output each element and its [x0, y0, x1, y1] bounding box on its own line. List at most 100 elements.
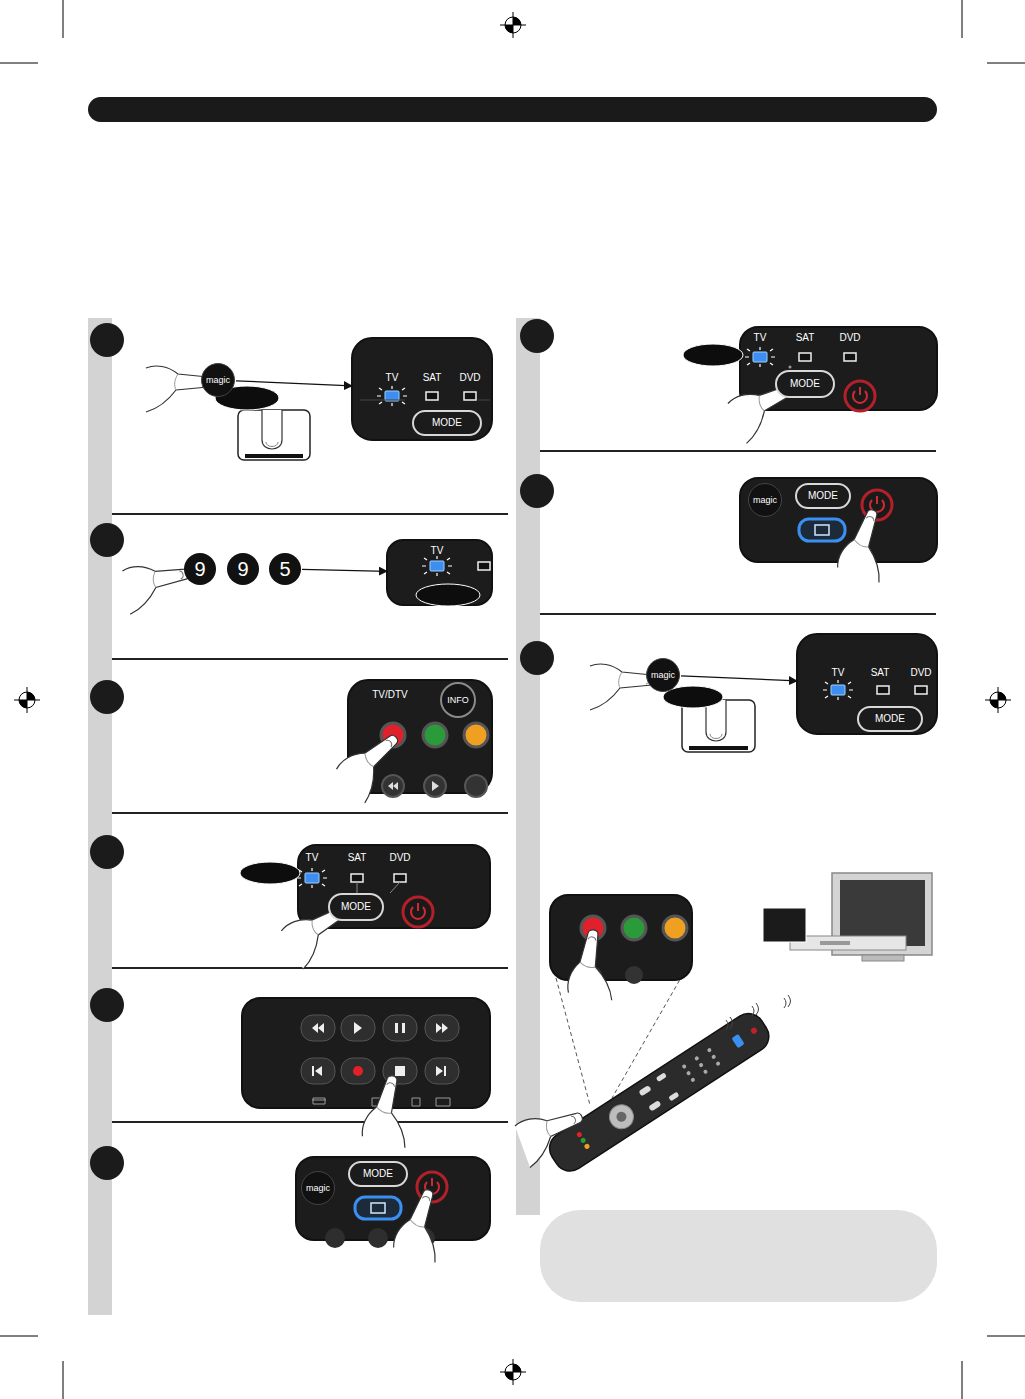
- zoom-panel: TV: [387, 540, 492, 605]
- button-label: 9: [237, 559, 248, 579]
- registration-mark: [500, 12, 526, 38]
- remote-control: [698, 1062, 704, 1068]
- button-label: 9: [194, 559, 205, 579]
- mode-button: MODE: [412, 410, 482, 436]
- zoom-panel: [550, 895, 692, 984]
- zoom-panel: [352, 338, 492, 440]
- button-label: MODE: [875, 714, 905, 724]
- blank-badge: [683, 344, 743, 366]
- header-bar: [88, 97, 937, 122]
- zoom-panel: [422, 556, 452, 576]
- zoom-panel: [357, 882, 400, 893]
- zoom-panel: [297, 868, 327, 888]
- remote-control: [694, 1056, 700, 1062]
- finger-inset: [710, 734, 722, 739]
- digit-button: 9: [227, 553, 259, 585]
- step-marker: [90, 680, 124, 714]
- zoom-panel: [625, 966, 643, 984]
- remote-control: [580, 1137, 587, 1144]
- step-divider: [112, 451, 936, 1122]
- zoom-panel: [387, 540, 492, 605]
- button-label: DVD: [459, 373, 480, 383]
- button-label: SAT: [348, 853, 367, 863]
- finger-inset: [238, 410, 310, 460]
- step-marker: [90, 988, 124, 1022]
- arrow-connector: [302, 569, 387, 571]
- zoom-panel: [745, 347, 775, 367]
- button-label: SAT: [796, 333, 815, 343]
- remote-control: [648, 1100, 661, 1112]
- button-label: magic: [651, 671, 675, 680]
- zoom-panel: [242, 998, 490, 1108]
- arrow-connector: [236, 381, 352, 386]
- zoom-panel: TVSATDVDMODE: [298, 845, 490, 928]
- zoom-panel: [296, 1157, 490, 1240]
- remote-control: [543, 1007, 774, 1177]
- zoom-panel: [296, 1157, 490, 1248]
- mode-button: MODE: [775, 370, 835, 398]
- remote-control: [750, 1027, 758, 1035]
- button-label: SAT: [871, 668, 890, 678]
- zoom-panel: [426, 392, 438, 400]
- step-marker: [90, 319, 554, 1180]
- zoom-panel: [550, 895, 692, 980]
- zoom-panel: [377, 386, 407, 406]
- zoom-panel: [622, 916, 646, 940]
- remote-control: [615, 1110, 629, 1124]
- mode-button: MODE: [795, 483, 851, 509]
- magic-button: magic: [646, 658, 680, 692]
- hand: [392, 1185, 458, 1263]
- finger-inset: [238, 410, 310, 460]
- signal-waves: [726, 995, 791, 1030]
- button-label: TV/DTV: [372, 690, 408, 700]
- remote-control: [703, 1069, 709, 1075]
- zoom-panel: [423, 723, 447, 747]
- button-label: DVD: [389, 853, 410, 863]
- button-label: TV: [832, 668, 845, 678]
- zoom-panel: [352, 338, 492, 440]
- signal-waves: [726, 995, 791, 1030]
- zoom-panel: [388, 781, 439, 791]
- zoom-panel: TV SAT DVD MODE: [352, 338, 492, 440]
- step-marker: [520, 641, 554, 675]
- button-label: TV: [754, 333, 767, 343]
- zoom-panel: [383, 1015, 417, 1041]
- zoom-panel: [464, 392, 476, 400]
- button-label: MODE: [341, 902, 371, 912]
- dvd-player: [790, 936, 906, 950]
- remote-control: [686, 1070, 692, 1076]
- zoom-panel: [478, 562, 490, 570]
- hand: [836, 505, 902, 583]
- hand: [335, 725, 415, 803]
- digit-button: 5: [269, 553, 301, 585]
- zoom-panel: [797, 634, 937, 734]
- step-divider: [112, 451, 936, 1122]
- remote-control: [731, 1034, 744, 1048]
- zoom-panel: [740, 478, 937, 562]
- button-label: INFO: [447, 696, 469, 705]
- zoom-panel: [663, 916, 687, 940]
- zoom-panel: [360, 400, 490, 401]
- mode-button: MODE: [348, 1161, 408, 1187]
- zoom-panel: [403, 897, 433, 927]
- button-label: 5: [279, 559, 290, 579]
- button-label: MODE: [808, 491, 838, 501]
- zoom-panel: [464, 723, 488, 747]
- remote-control: [576, 1131, 583, 1138]
- button-label: TV: [431, 546, 444, 556]
- zoom-panel: [799, 353, 811, 361]
- arrow-connector: [681, 676, 797, 681]
- button-label: MODE: [432, 418, 462, 428]
- button-label: DVD: [839, 333, 860, 343]
- registration-mark: [985, 687, 1011, 713]
- blank-badge: [763, 908, 806, 942]
- step-marker: [90, 835, 124, 869]
- button-label: SAT: [423, 373, 442, 383]
- zoom-panel: TV/DTV INFO: [348, 680, 492, 793]
- button-label: TV: [386, 373, 399, 383]
- step-marker: [90, 323, 124, 357]
- zoom-panel: [242, 998, 490, 1108]
- digit-button: 9: [184, 553, 216, 585]
- mode-button: MODE: [857, 706, 923, 732]
